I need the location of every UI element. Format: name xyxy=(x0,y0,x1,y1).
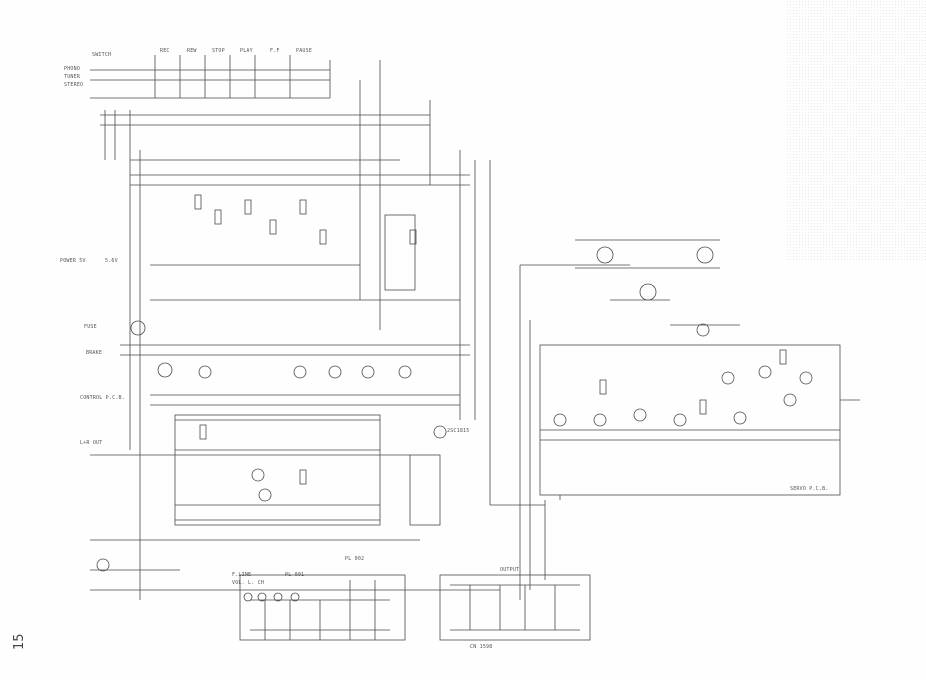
switch-stop-label: STOP xyxy=(212,48,225,54)
switch-rew-label: REW xyxy=(187,48,197,54)
input-stereo-label: STEREO xyxy=(64,82,84,88)
input-tuner-label: TUNER xyxy=(64,74,81,80)
brake-label: BRAKE xyxy=(86,350,103,356)
bottom-pl001-label: PL 001 xyxy=(285,572,305,578)
bottom-fline-label: F.LINE xyxy=(232,572,252,578)
output-header: OUTPUT xyxy=(500,567,520,573)
transistor-symbols xyxy=(96,246,813,602)
lr-out-label: L+R OUT xyxy=(80,440,103,446)
transistor-part-label: 2SC1815 xyxy=(447,428,470,434)
switch-play-label: PLAY xyxy=(240,48,253,54)
control-pcb-label: CONTROL P.C.B. xyxy=(80,395,125,401)
wiring xyxy=(90,55,860,641)
fuse-label: FUSE xyxy=(84,324,97,330)
switch-rec-label: REC xyxy=(160,48,170,54)
power-label: POWER 5V xyxy=(60,258,86,264)
chassis-label: CN 1598 xyxy=(470,644,493,650)
switch-pause-label: PAUSE xyxy=(296,48,313,54)
switch-ff-label: F.F xyxy=(270,48,280,54)
servo-pcb-label: SERVO P.C.B. xyxy=(790,486,829,492)
paper-grain xyxy=(786,0,926,260)
page-number: 15 xyxy=(12,633,27,650)
bottom-vol-label: VOL. L. CH xyxy=(232,580,265,586)
bottom-pl002-label: PL 002 xyxy=(345,556,365,562)
resistor-marks xyxy=(194,194,787,485)
input-phono-label: PHONO xyxy=(64,66,81,72)
voltage-label: 5.6V xyxy=(105,258,118,264)
switches-header: SWITCH xyxy=(92,52,112,58)
